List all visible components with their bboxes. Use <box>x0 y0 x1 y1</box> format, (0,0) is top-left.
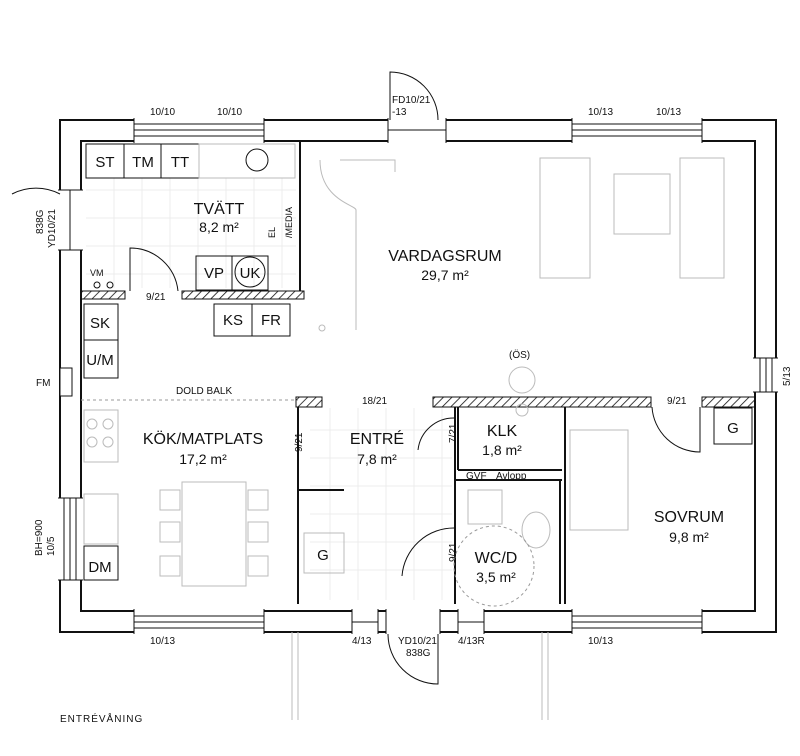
fixture-um: U/M <box>86 352 114 369</box>
dim-bot-w3: 4/13R <box>458 636 485 647</box>
label-avlopp: Avlopp <box>496 471 527 482</box>
room-area-klk: 1,8 m² <box>482 442 522 458</box>
room-name-tvatt: TVÄTT <box>194 200 245 218</box>
fixture-ks: KS <box>223 312 243 329</box>
label-dold-balk: DOLD BALK <box>176 386 232 397</box>
dim-door-hall-top: 18/21 <box>362 396 387 407</box>
label-fm: FM <box>36 378 50 389</box>
dim-bot-w2: 4/13 <box>352 636 372 647</box>
tile-grid-tvatt <box>86 178 296 288</box>
dim-door-sovrum: 9/21 <box>667 396 687 407</box>
outer-wall <box>59 119 777 633</box>
fixture-g-entre: G <box>317 547 329 564</box>
dim-door-entre-left: 9/21 <box>294 432 305 452</box>
fixture-sk: SK <box>90 315 110 332</box>
label-media: /MEDIA <box>284 207 294 238</box>
room-name-wcd: WC/D <box>475 550 518 567</box>
interior-walls <box>80 141 756 604</box>
fixture-vp: VP <box>204 265 224 282</box>
label-bh: BH=900 <box>34 519 45 556</box>
dim-bot-door-2: 838G <box>406 648 431 659</box>
dim-bot-w4: 10/13 <box>588 636 613 647</box>
room-name-klk: KLK <box>487 423 518 440</box>
dim-top-door-2: -13 <box>392 107 407 118</box>
windows-bottom <box>133 609 703 634</box>
dim-top-w4: 10/13 <box>656 107 681 118</box>
room-area-wcd: 3,5 m² <box>476 569 516 585</box>
dim-top-door-1: FD10/21 <box>392 95 431 106</box>
label-vm: VM <box>90 268 104 278</box>
room-area-vardagsrum: 29,7 m² <box>421 267 469 283</box>
fixture-dm: DM <box>88 559 111 576</box>
fixture-tt: TT <box>171 154 189 171</box>
dim-top-w3: 10/13 <box>588 107 613 118</box>
room-name-entre: ENTRÉ <box>350 429 404 448</box>
label-el: EL <box>267 227 277 238</box>
fixture-tm: TM <box>132 154 154 171</box>
dim-left-door-1: 838G <box>35 209 46 234</box>
room-area-sovrum: 9,8 m² <box>669 529 709 545</box>
room-area-tvatt: 8,2 m² <box>199 219 239 235</box>
label-os: (ÖS) <box>509 349 530 361</box>
dim-bot-w1: 10/13 <box>150 636 175 647</box>
dim-bot-door-1: YD10/21 <box>398 636 437 647</box>
dim-door-wc: 9/21 <box>448 542 459 562</box>
fixture-uk: UK <box>240 265 261 282</box>
room-area-kok: 17,2 m² <box>179 451 227 467</box>
dim-top-w1: 10/10 <box>150 107 175 118</box>
terrace <box>291 632 549 720</box>
dim-left-door-2: YD10/21 <box>47 209 58 248</box>
room-name-vardagsrum: VARDAGSRUM <box>388 248 502 265</box>
label-bh-size: 10/5 <box>46 536 57 556</box>
room-name-sovrum: SOVRUM <box>654 509 724 526</box>
fixture-fr: FR <box>261 312 281 329</box>
door-swings <box>11 71 701 685</box>
tile-grid-entre <box>310 408 452 600</box>
dim-door-tvatt: 9/21 <box>146 292 166 303</box>
windows-top <box>133 118 703 143</box>
fixture-boxes <box>81 143 753 607</box>
dim-right-w: 5/13 <box>782 366 793 386</box>
floor-label: ENTRÉVÅNING <box>60 712 143 725</box>
windows-side <box>58 189 778 581</box>
room-area-entre: 7,8 m² <box>357 451 397 467</box>
room-name-kok: KÖK/MATPLATS <box>143 430 263 448</box>
dim-door-klk: 7/21 <box>448 423 459 443</box>
label-gvf: GVF <box>466 471 487 482</box>
fixture-st: ST <box>95 154 114 171</box>
fixture-g-sovrum: G <box>727 420 739 437</box>
dim-top-w2: 10/10 <box>217 107 242 118</box>
